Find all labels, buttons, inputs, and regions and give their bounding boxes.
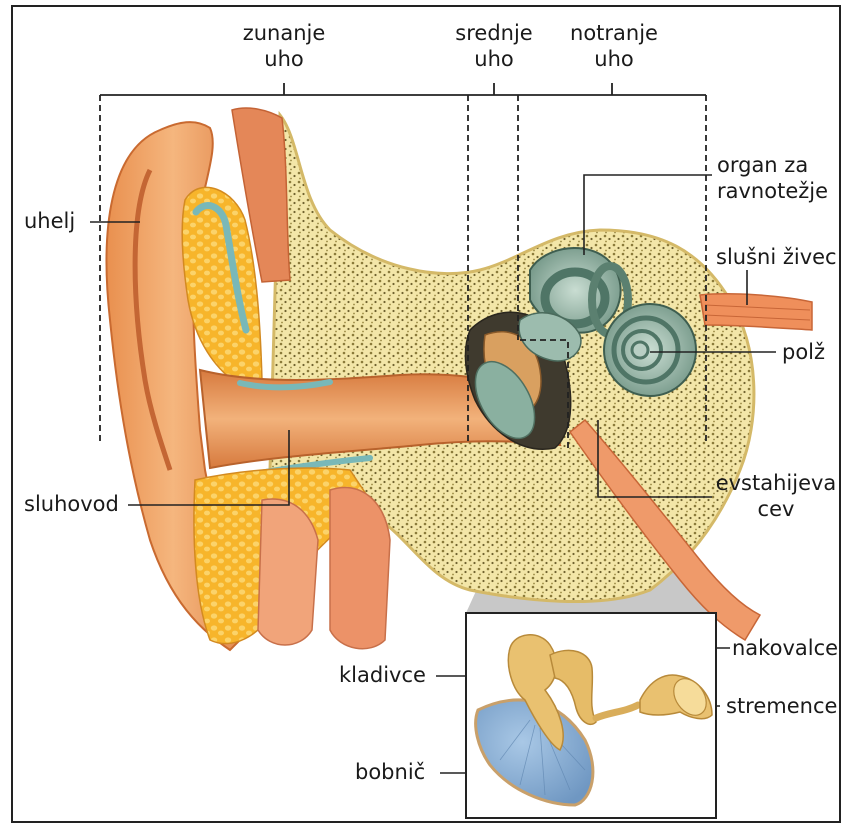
label-nakovalce: nakovalce [732, 635, 838, 661]
label-outer-ear: zunanje uho [236, 20, 332, 72]
label-organ-balance: organ za ravnotežje [717, 152, 828, 204]
label-middle-ear-line1: srednje [446, 20, 542, 46]
label-bobnic: bobnič [355, 759, 425, 785]
label-organ-balance-line2: ravnotežje [717, 178, 828, 204]
label-uhelj: uhelj [24, 208, 75, 234]
label-inner-ear-line2: uho [561, 46, 667, 72]
cochlea-apex [632, 342, 648, 358]
label-sluhovod: sluhovod [24, 491, 119, 517]
label-outer-ear-line2: uho [236, 46, 332, 72]
label-evstahijeva-line1: evstahijeva [706, 470, 846, 496]
label-slusni-zivec: slušni živec [716, 244, 837, 270]
muscle-lower-1 [258, 499, 318, 645]
label-evstahijeva-line2: cev [706, 496, 846, 522]
label-organ-balance-line1: organ za [717, 152, 828, 178]
label-inner-ear: notranje uho [561, 20, 667, 72]
label-stremence: stremence [726, 693, 837, 719]
label-polz: polž [782, 339, 825, 365]
label-outer-ear-line1: zunanje [236, 20, 332, 46]
auditory-nerve [700, 294, 812, 330]
label-evstahijeva: evstahijeva cev [706, 470, 846, 522]
label-middle-ear: srednje uho [446, 20, 542, 72]
muscle-lower-2 [330, 487, 390, 648]
section-brackets [100, 83, 706, 95]
label-kladivce: kladivce [339, 662, 426, 688]
label-middle-ear-line2: uho [446, 46, 542, 72]
label-inner-ear-line1: notranje [561, 20, 667, 46]
